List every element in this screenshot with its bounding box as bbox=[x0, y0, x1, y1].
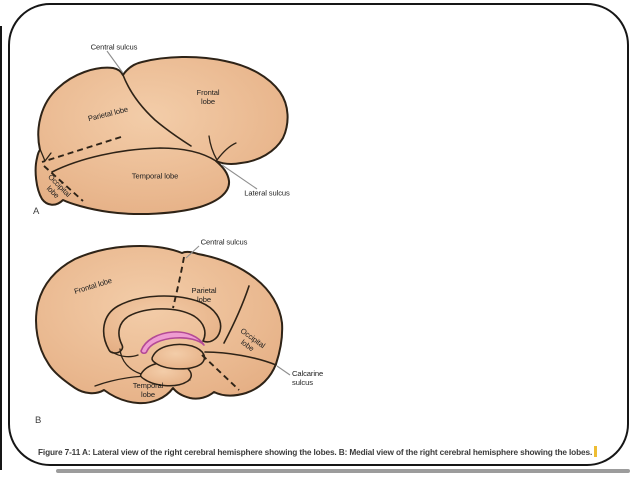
brain-b-parieto-occipital-line bbox=[223, 285, 250, 344]
viewer-left-edge bbox=[0, 26, 2, 470]
figure-caption-text: Figure 7-11 A: Lateral view of the right… bbox=[38, 447, 593, 457]
slide-shadow bbox=[56, 469, 630, 473]
label-calcarine-sulcus-b-line2: sulcus bbox=[292, 378, 313, 388]
brain-b-fornix-column-line bbox=[119, 348, 142, 375]
caption-cursor-mark bbox=[594, 446, 598, 457]
brain-b-thalamus bbox=[151, 343, 206, 370]
brain-a-central-sulcus-line bbox=[122, 74, 192, 147]
label-parietal-lobe-b: Parietal lobe bbox=[192, 286, 217, 305]
brain-b-medial-view bbox=[35, 245, 291, 405]
brain-b-corpus-callosum bbox=[102, 295, 222, 354]
panel-a-letter: A bbox=[33, 206, 40, 217]
label-temporal-lobe-b: Temporal lobe bbox=[132, 380, 164, 400]
label-calcarine-sulcus-b: Calcarine sulcus bbox=[292, 369, 323, 388]
label-temporal-lobe-b-line1: Temporal bbox=[132, 380, 164, 390]
label-parietal-lobe-b-line1: Parietal bbox=[191, 285, 217, 295]
figure-caption: Figure 7-11 A: Lateral view of the right… bbox=[38, 446, 598, 457]
label-frontal-lobe-a-line1: Frontal bbox=[196, 87, 220, 97]
brain-a-occipital-boundary-dashed bbox=[41, 136, 122, 202]
brain-b-temporo-occipital-dashed bbox=[201, 354, 240, 391]
label-calcarine-sulcus-b-line1: Calcarine bbox=[292, 369, 324, 378]
label-temporal-lobe-a: Temporal lobe bbox=[131, 171, 179, 181]
leader-line-central-sulcus-b bbox=[185, 245, 200, 259]
label-central-sulcus-a: Central sulcus bbox=[90, 42, 138, 52]
panel-b-letter: B bbox=[35, 415, 42, 426]
brain-b-rostrum-line bbox=[111, 351, 139, 358]
leader-line-central-sulcus-a bbox=[106, 50, 124, 74]
brain-b-fornix-hippocampus-pink bbox=[140, 331, 205, 355]
label-frontal-lobe-a: Frontal lobe bbox=[197, 88, 220, 107]
label-parietal-lobe-b-line2: lobe bbox=[197, 295, 211, 304]
brain-a-lateral-view bbox=[34, 50, 289, 216]
brain-b-central-sulcus-dashed bbox=[172, 256, 185, 309]
brain-a-lateral-sulcus-branches bbox=[208, 135, 237, 161]
brain-b-silhouette bbox=[35, 245, 284, 405]
leader-line-calcarine-sulcus-b bbox=[276, 365, 291, 376]
brain-a-lateral-fissure-line bbox=[51, 147, 217, 173]
brain-b-calcarine-sulcus-line bbox=[204, 351, 277, 366]
label-frontal-lobe-a-line2: lobe bbox=[201, 97, 215, 106]
label-temporal-lobe-b-line2: lobe bbox=[141, 390, 155, 399]
label-central-sulcus-b: Central sulcus bbox=[200, 237, 248, 247]
brain-a-arrow-mark bbox=[39, 148, 52, 163]
label-lateral-sulcus-a: Lateral sulcus bbox=[244, 188, 290, 198]
brain-a-silhouette bbox=[34, 56, 289, 216]
leader-line-lateral-sulcus-a bbox=[221, 164, 258, 190]
